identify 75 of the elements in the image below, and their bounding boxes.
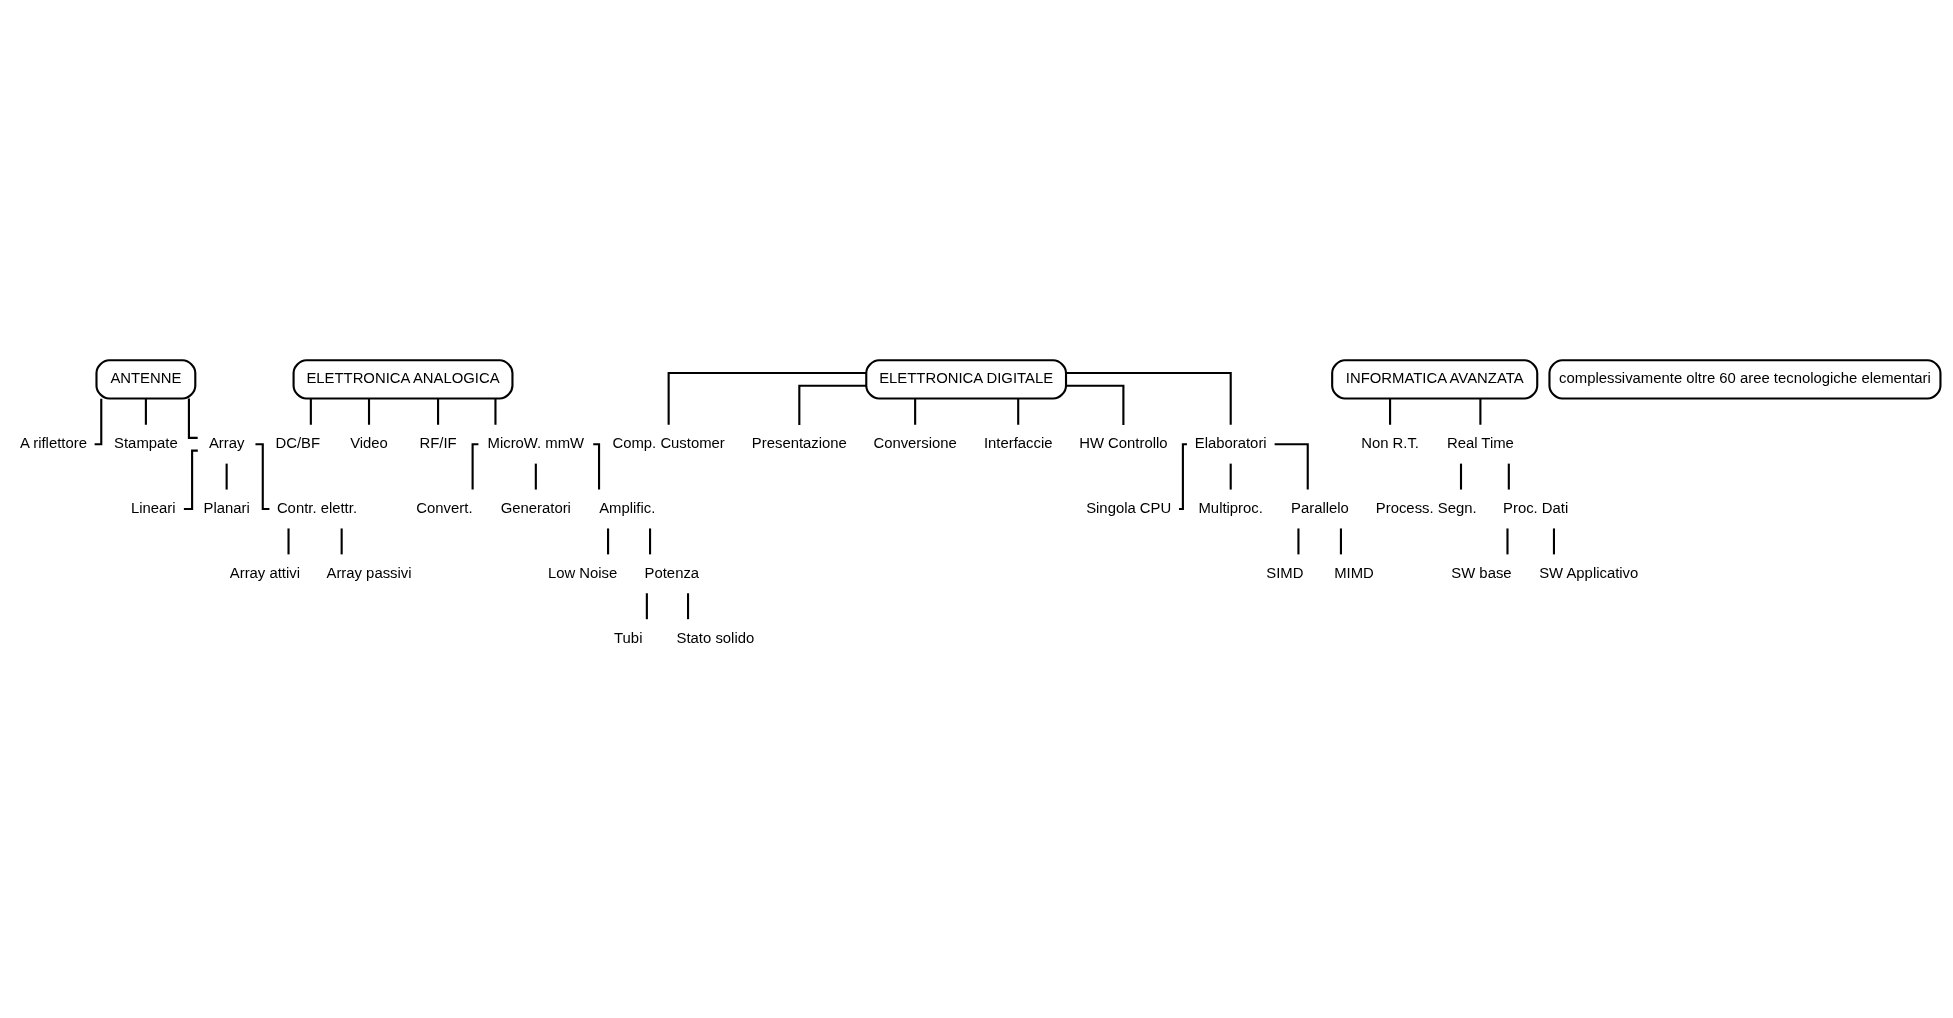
node-text: Stato solido: [676, 629, 755, 646]
node-text: Array passivi: [326, 564, 412, 581]
node-text: Video: [350, 435, 388, 452]
connector: [1066, 384, 1125, 426]
connector: [437, 398, 440, 425]
node-text: Low Noise: [547, 564, 618, 581]
node-text: Comp. Customer: [612, 435, 725, 452]
node-text: Contr. elettr.: [276, 499, 358, 516]
connector: [471, 443, 479, 490]
node-text: Conversione: [873, 435, 957, 452]
connector: [1479, 398, 1482, 425]
node-text: Parallelo: [1291, 499, 1349, 516]
node-text: Elaboratori: [1194, 435, 1267, 452]
node-text: Tubi: [614, 629, 643, 646]
node-text: MicroW. mmW: [487, 435, 585, 452]
node-box: ELETTRONICA DIGITALE: [865, 359, 1068, 400]
node-text: Potenza: [644, 564, 700, 581]
connector: [1274, 443, 1309, 490]
connector: [534, 463, 537, 490]
node-text: Non R.T.: [1361, 435, 1419, 452]
connector: [1389, 398, 1392, 425]
connector: [649, 528, 652, 555]
connector: [686, 593, 690, 620]
node-text: Array: [208, 435, 245, 452]
node-text: Lineari: [131, 499, 176, 516]
connector: [287, 528, 290, 555]
connector: [340, 528, 343, 555]
connector: [593, 443, 601, 490]
connector: [255, 443, 270, 511]
connector: [1017, 398, 1020, 425]
node-text: A riflettore: [20, 435, 87, 452]
connector: [1297, 528, 1300, 555]
connector: [667, 371, 867, 425]
node-text: Generatori: [500, 499, 571, 516]
connector: [1229, 463, 1232, 490]
node-text: Process. Segn.: [1375, 499, 1477, 516]
connector: [1459, 463, 1463, 490]
connector: [1179, 443, 1187, 511]
node-text: Convert.: [416, 499, 473, 516]
node-text: Interfaccie: [983, 435, 1053, 452]
connector: [798, 384, 867, 426]
node-text: Singola CPU: [1086, 499, 1172, 516]
node-text: HW Controllo: [1079, 435, 1168, 452]
node-text: RF/IF: [419, 435, 457, 452]
connector: [187, 398, 198, 439]
node-text: Amplific.: [599, 499, 656, 516]
connector: [914, 398, 917, 425]
connector: [1507, 463, 1510, 490]
node-text: MIMD: [1334, 564, 1374, 581]
node-box: ELETTRONICA ANALOGICA: [292, 359, 514, 400]
connector: [225, 463, 228, 490]
node-text: Presentazione: [751, 435, 847, 452]
connector: [607, 528, 610, 555]
connector: [144, 398, 147, 425]
node-text: DC/BF: [275, 435, 321, 452]
connector: [1066, 371, 1232, 425]
connector: [1506, 528, 1509, 555]
connector: [367, 398, 371, 425]
connector: [494, 398, 497, 425]
node-text: Real Time: [1446, 435, 1514, 452]
connector: [1339, 528, 1342, 555]
node-text: Planari: [203, 499, 250, 516]
node-text: Multiproc.: [1198, 499, 1263, 516]
node-box: complessivamente oltre 60 aree tecnologiche elementari: [1548, 359, 1942, 400]
connector: [309, 398, 312, 425]
node-box: INFORMATICA AVANZATA: [1331, 359, 1539, 400]
connector: [645, 593, 648, 620]
node-text: SIMD: [1266, 564, 1304, 581]
node-text: Array attivi: [229, 564, 300, 581]
connector: [1552, 528, 1556, 555]
node-text: SW Applicativo: [1539, 564, 1639, 581]
node-text: Proc. Dati: [1503, 499, 1569, 516]
node-text: Stampate: [114, 435, 178, 452]
node-text: SW base: [1451, 564, 1512, 581]
node-box: ANTENNE: [95, 359, 197, 400]
